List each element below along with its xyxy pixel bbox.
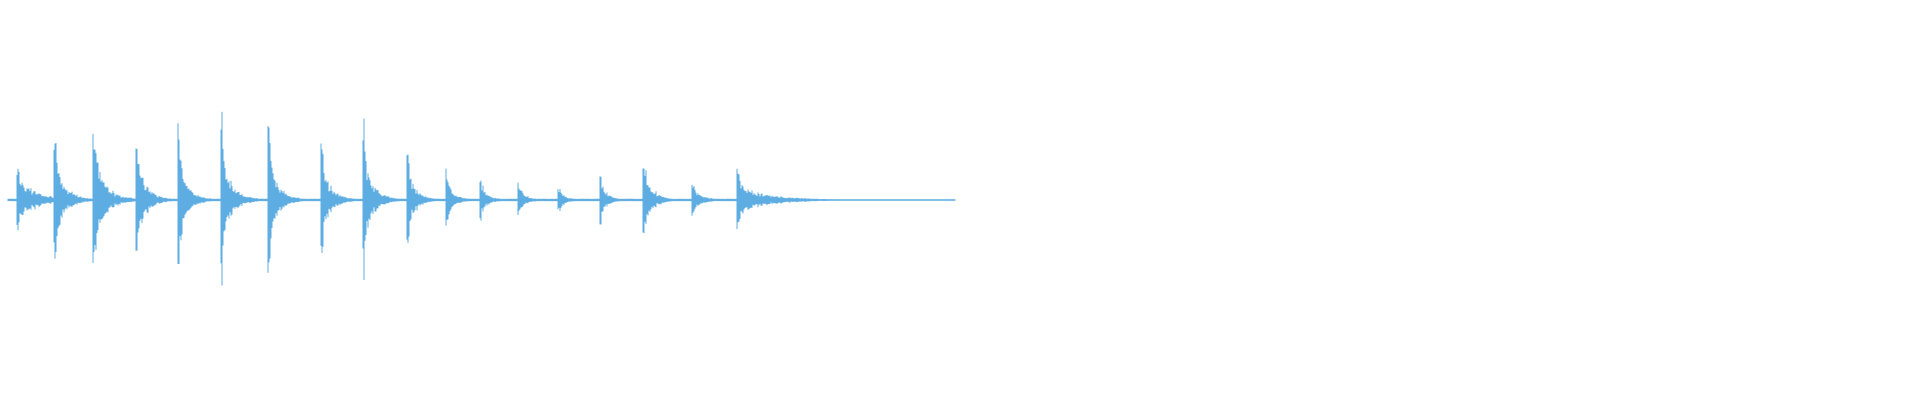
waveform-bars (7, 111, 956, 286)
